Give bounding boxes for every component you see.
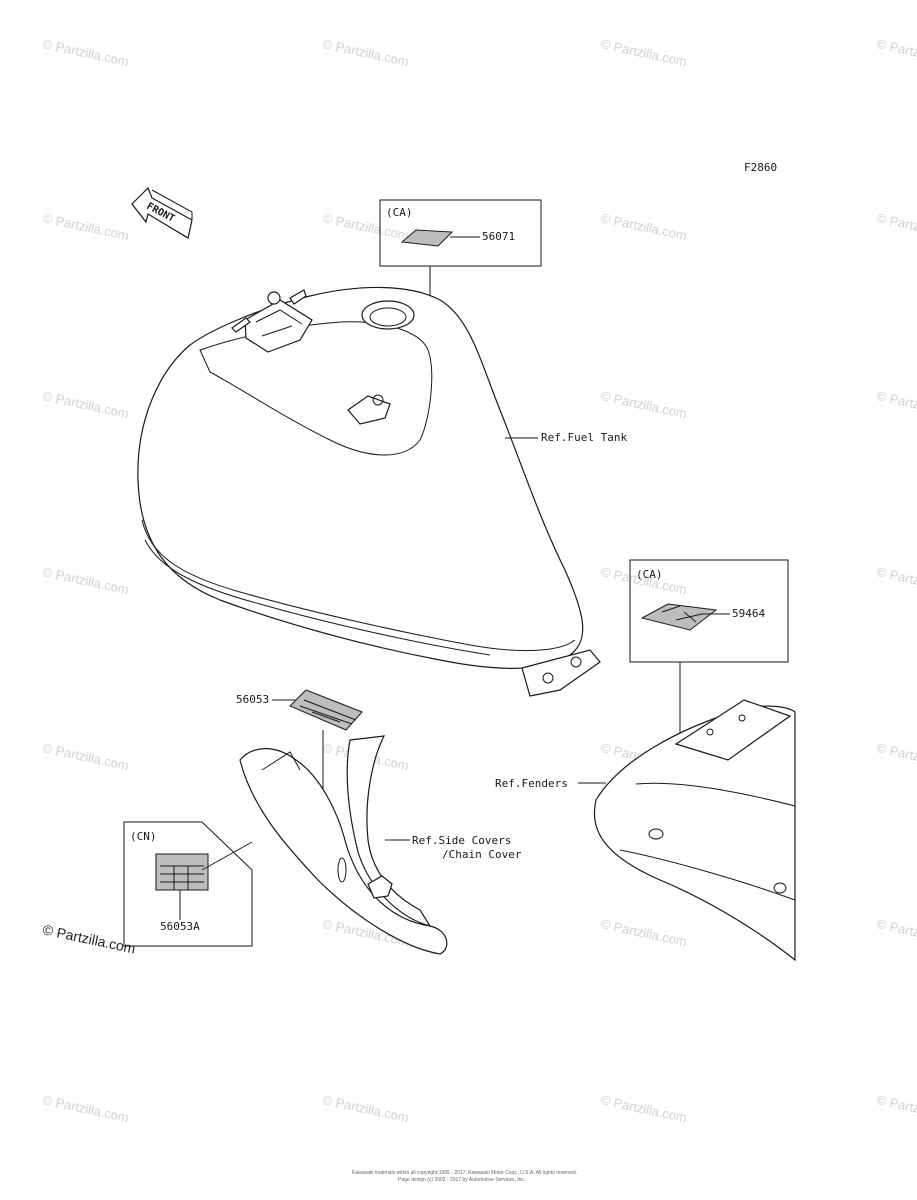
part-number-56053a[interactable]: 56053A: [160, 920, 200, 933]
decal-59464: [640, 603, 718, 631]
box-region: (CN): [130, 830, 157, 843]
watermark: © Partzilla.com: [321, 1092, 410, 1125]
decal-56053: [289, 689, 363, 731]
box-region: (CA): [386, 206, 413, 219]
callout-box-59464: (CA) 59464: [629, 559, 789, 742]
part-number-56071[interactable]: 56071: [482, 230, 515, 243]
callout-box-56053a: (CN) 56053A: [123, 821, 253, 947]
watermark: © Partzilla.com: [875, 388, 917, 421]
watermark: © Partzilla.com: [599, 1092, 688, 1125]
ref-side-covers-label[interactable]: Ref.Side Covers: [412, 834, 511, 847]
watermark: © Partzilla.com: [875, 1092, 917, 1125]
watermark: © Partzilla.com: [599, 388, 688, 421]
watermark: © Partzilla.com: [41, 210, 130, 243]
ref-chain-cover-label[interactable]: /Chain Cover: [442, 848, 522, 861]
footer-line-2: Page design (c) 2002 - 2017 by Automotiv…: [398, 1177, 525, 1183]
watermark: © Partzilla.com: [41, 1092, 130, 1125]
diagram-code: F2860: [744, 161, 777, 174]
main-watermark: © Partzilla.com: [41, 921, 137, 956]
watermark: © Partzilla.com: [599, 916, 688, 949]
part-number-56053[interactable]: 56053: [236, 693, 269, 706]
watermark: © Partzilla.com: [875, 740, 917, 773]
front-arrow-icon: FRONT: [131, 186, 193, 239]
footer-line-1: Kawasaki materials within all copyright …: [352, 1170, 577, 1176]
decal-56053a: [155, 853, 209, 891]
watermark: © Partzilla.com: [875, 916, 917, 949]
watermark: © Partzilla.com: [599, 210, 688, 243]
ref-fuel-tank-label[interactable]: Ref.Fuel Tank: [541, 431, 627, 444]
watermark: © Partzilla.com: [41, 564, 130, 597]
box-region: (CA): [636, 568, 663, 581]
watermark: © Partzilla.com: [321, 36, 410, 69]
decal-56071: [400, 229, 454, 247]
watermark: © Partzilla.com: [875, 564, 917, 597]
watermark: © Partzilla.com: [875, 210, 917, 243]
watermark: © Partzilla.com: [875, 36, 917, 69]
rear-fender: [593, 699, 796, 962]
part-number-59464[interactable]: 59464: [732, 607, 765, 620]
filler-cap: [361, 300, 415, 330]
watermark: © Partzilla.com: [599, 36, 688, 69]
side-cover: [239, 735, 448, 955]
watermark: © Partzilla.com: [41, 36, 130, 69]
fuel-tank: [137, 286, 601, 697]
watermark: © Partzilla.com: [41, 388, 130, 421]
watermark: © Partzilla.com: [41, 740, 130, 773]
ref-fenders-label[interactable]: Ref.Fenders: [495, 777, 568, 790]
